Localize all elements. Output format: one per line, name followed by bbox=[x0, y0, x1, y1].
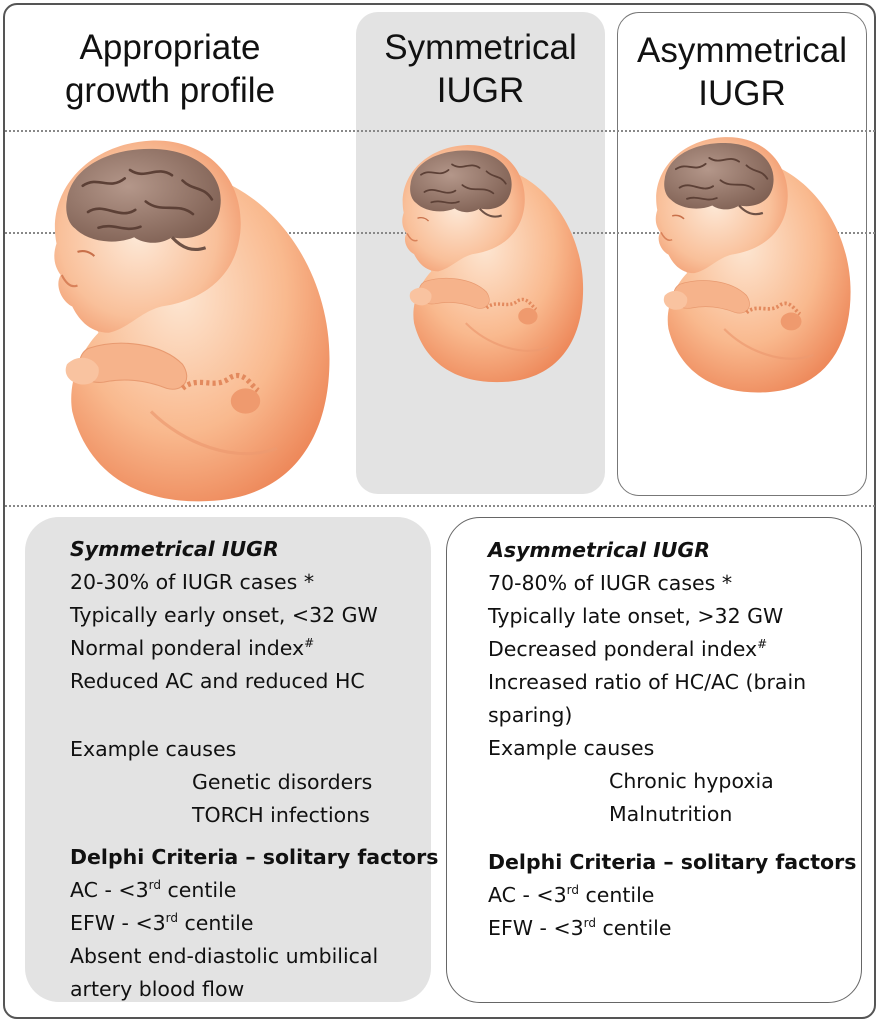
cause-item: Chronic hypoxia bbox=[609, 769, 774, 793]
onset-text: Typically late onset, >32 GW bbox=[488, 604, 784, 628]
criterion-prefix: AC - <3 bbox=[488, 883, 567, 907]
heading-line: Appropriate bbox=[79, 28, 261, 67]
ratio-text: Increased ratio of HC/AC (brain bbox=[488, 670, 807, 694]
cases-text: 20-30% of IUGR cases * bbox=[70, 570, 315, 594]
criterion-suffix: centile bbox=[578, 883, 655, 907]
criterion-sup: rd bbox=[566, 883, 579, 898]
heading-asymmetrical-iugr: Asymmetrical IUGR bbox=[617, 29, 867, 115]
figure-frame bbox=[3, 3, 876, 1019]
ratio-text-continued: sparing) bbox=[488, 703, 573, 727]
heading-appropriate-growth: Appropriate growth profile bbox=[20, 26, 320, 112]
panel-title: Symmetrical IUGR bbox=[70, 537, 279, 561]
fetus-appropriate-growth-illustration bbox=[25, 128, 340, 506]
causes-label: Example causes bbox=[488, 736, 655, 760]
ponderal-text: Decreased ponderal index# bbox=[488, 637, 767, 661]
heading-line: Symmetrical bbox=[384, 28, 577, 67]
causes-label: Example causes bbox=[70, 737, 237, 761]
panel-title: Asymmetrical IUGR bbox=[488, 538, 711, 562]
criterion-item: EFW - <3rd centile bbox=[488, 916, 671, 940]
criterion-item-continued: artery blood flow bbox=[70, 977, 245, 1001]
criterion-sup: rd bbox=[165, 911, 179, 926]
heading-line: IUGR bbox=[698, 74, 786, 113]
heading-line: IUGR bbox=[436, 71, 525, 110]
section-divider bbox=[5, 505, 875, 507]
criterion-suffix: centile bbox=[160, 878, 237, 902]
cause-item: TORCH infections bbox=[192, 803, 370, 827]
footnote-mark: # bbox=[757, 637, 768, 652]
ponderal-label: Decreased ponderal index bbox=[488, 637, 758, 661]
criterion-sup: rd bbox=[583, 916, 597, 931]
criterion-item: AC - <3rd centile bbox=[488, 883, 654, 907]
cause-item: Malnutrition bbox=[609, 802, 733, 826]
heading-line: Asymmetrical bbox=[636, 31, 848, 70]
symmetrical-iugr-panel: Symmetrical IUGR 20-30% of IUGR cases * … bbox=[25, 517, 438, 1002]
delphi-criteria-title: Delphi Criteria – solitary factors bbox=[488, 850, 857, 874]
criterion-prefix: EFW - <3 bbox=[70, 911, 166, 935]
cases-text: 70-80% of IUGR cases * bbox=[488, 571, 733, 595]
fetus-symmetrical-iugr-illustration bbox=[400, 143, 585, 384]
criterion-item: Absent end-diastolic umbilical bbox=[70, 944, 379, 968]
asymmetrical-iugr-panel: Asymmetrical IUGR 70-80% of IUGR cases *… bbox=[446, 517, 862, 1003]
footnote-mark: # bbox=[304, 636, 315, 651]
reference-line-top bbox=[5, 130, 875, 132]
criterion-prefix: EFW - <3 bbox=[488, 916, 584, 940]
criterion-prefix: AC - <3 bbox=[70, 878, 149, 902]
ponderal-label: Normal ponderal index bbox=[70, 636, 305, 660]
heading-line: growth profile bbox=[64, 71, 276, 110]
criterion-sup: rd bbox=[148, 878, 161, 893]
heading-symmetrical-iugr: Symmetrical IUGR bbox=[356, 26, 605, 112]
criterion-item: EFW - <3rd centile bbox=[70, 911, 253, 935]
delphi-criteria-title: Delphi Criteria – solitary factors bbox=[70, 845, 439, 869]
cause-item: Genetic disorders bbox=[192, 770, 373, 794]
criterion-suffix: centile bbox=[596, 916, 672, 940]
criterion-suffix: centile bbox=[178, 911, 254, 935]
criterion-item: AC - <3rd centile bbox=[70, 878, 236, 902]
ponderal-text: Normal ponderal index# bbox=[70, 636, 314, 660]
measurements-text: Reduced AC and reduced HC bbox=[70, 669, 365, 693]
fetus-asymmetrical-iugr-illustration bbox=[653, 135, 853, 395]
onset-text: Typically early onset, <32 GW bbox=[70, 603, 378, 627]
